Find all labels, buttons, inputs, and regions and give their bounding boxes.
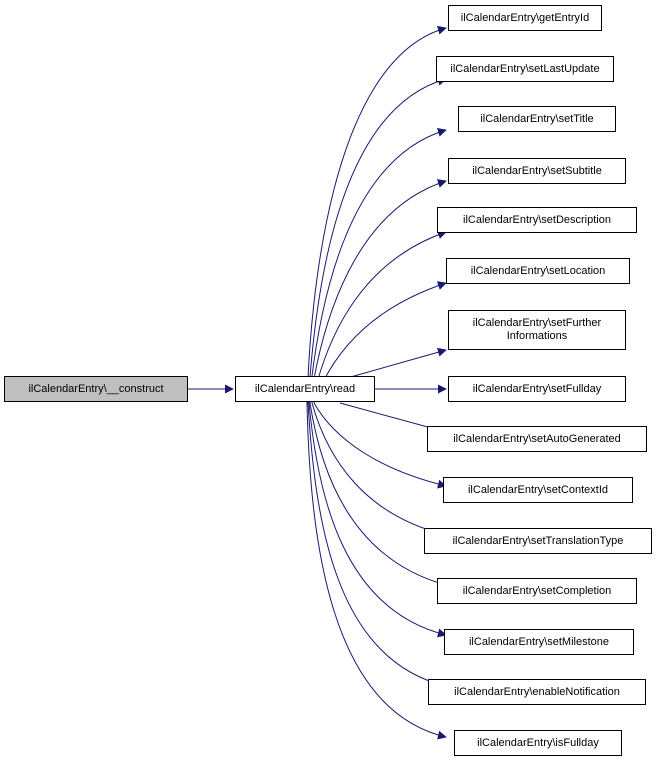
node-setTranslationType[interactable]: ilCalendarEntry\setTranslationType — [424, 528, 652, 554]
edge-read-to-setTitle — [308, 128, 447, 404]
edge-read-to-isFullday — [306, 402, 447, 740]
node-setAutoGenerated[interactable]: ilCalendarEntry\setAutoGenerated — [427, 426, 647, 452]
node-setSubtitle[interactable]: ilCalendarEntry\setSubtitle — [448, 158, 626, 184]
edge-read-to-setDescription — [311, 230, 447, 404]
node-setFurtherInformations[interactable]: ilCalendarEntry\setFurther Informations — [448, 310, 626, 350]
node-construct: ilCalendarEntry\__construct — [4, 376, 188, 402]
node-setLocation[interactable]: ilCalendarEntry\setLocation — [446, 258, 630, 284]
edge-read-to-setLastUpdate — [307, 76, 447, 404]
node-getEntryId[interactable]: ilCalendarEntry\getEntryId — [448, 5, 602, 31]
edge-read-to-setMilestone — [308, 402, 447, 638]
node-setFullday[interactable]: ilCalendarEntry\setFullday — [448, 376, 626, 402]
node-isFullday[interactable]: ilCalendarEntry\isFullday — [454, 730, 622, 756]
edge-read-to-setContextId — [313, 402, 447, 489]
node-setTitle[interactable]: ilCalendarEntry\setTitle — [458, 106, 616, 132]
edge-read-to-getEntryId — [306, 25, 447, 404]
node-setCompletion[interactable]: ilCalendarEntry\setCompletion — [437, 578, 637, 604]
node-setMilestone[interactable]: ilCalendarEntry\setMilestone — [444, 629, 634, 655]
node-enableNotification[interactable]: ilCalendarEntry\enableNotification — [428, 679, 646, 705]
node-setContextId[interactable]: ilCalendarEntry\setContextId — [443, 477, 633, 503]
node-setLastUpdate[interactable]: ilCalendarEntry\setLastUpdate — [436, 56, 614, 82]
edge-read-to-setCompletion — [309, 402, 447, 588]
edge-read-to-enableNotification — [307, 402, 447, 689]
node-read[interactable]: ilCalendarEntry\read — [235, 376, 375, 402]
node-setDescription[interactable]: ilCalendarEntry\setDescription — [437, 207, 637, 233]
edge-read-to-setFurtherInformations — [339, 347, 447, 381]
edge-read-to-setSubtitle — [309, 179, 447, 404]
edge-read-to-setTranslationType — [311, 402, 447, 538]
